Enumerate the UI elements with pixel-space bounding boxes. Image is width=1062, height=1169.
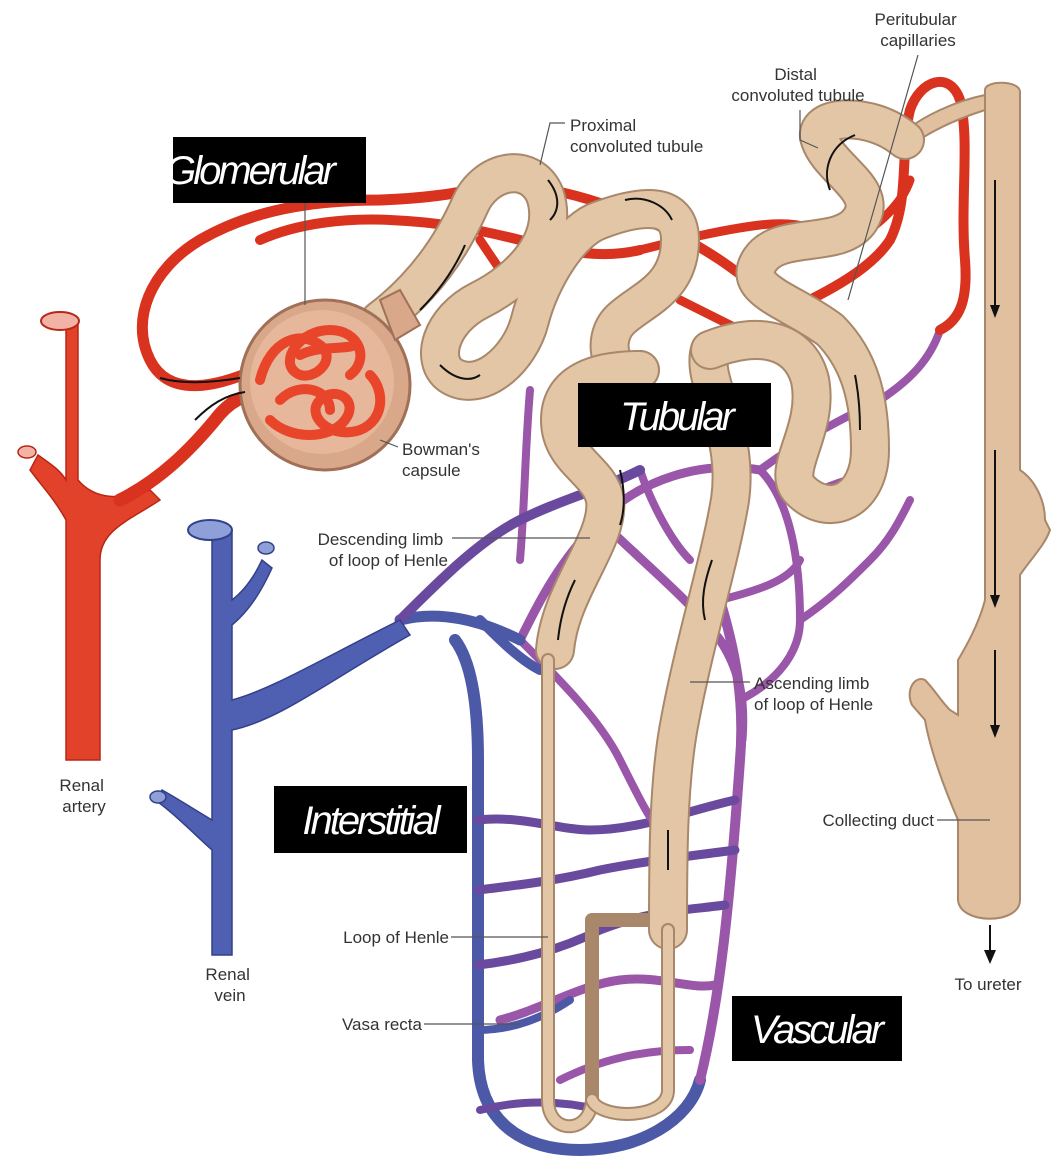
afferent-arteriole <box>120 392 262 500</box>
label-ascending-line1: Ascending limb <box>754 674 869 693</box>
label-descending-limb: Descending limb of loop of Henle <box>318 530 448 570</box>
label-distal-convoluted-tubule: Distal convoluted tubule <box>731 65 864 105</box>
ascending-thin <box>592 930 668 1114</box>
label-peritubular-capillaries: Peritubular capillaries <box>875 10 962 50</box>
callout-vascular: Vascular <box>732 996 902 1061</box>
label-proximal-line2: convoluted tubule <box>570 137 703 156</box>
label-renal-vein-line2: vein <box>214 986 245 1005</box>
peritubular-branch <box>520 390 530 560</box>
label-collecting-duct: Collecting duct <box>822 811 934 830</box>
label-peritubular-line2: capillaries <box>880 31 956 50</box>
label-distal-line2: convoluted tubule <box>731 86 864 105</box>
label-to-ureter: To ureter <box>954 975 1021 994</box>
ascending-thin-outline <box>592 920 664 1100</box>
vasa-recta-rung <box>478 800 735 830</box>
label-renal-artery: Renal artery <box>59 776 108 816</box>
vasa-recta-rung <box>478 850 735 890</box>
label-renal-vein: Renal vein <box>205 965 254 1005</box>
label-distal-line1: Distal <box>774 65 817 84</box>
label-renal-vein-line1: Renal <box>205 965 249 984</box>
renal-vein-lower-opening <box>150 791 166 803</box>
renal-artery-opening <box>41 312 79 330</box>
callout-tubular: Tubular <box>578 383 771 447</box>
label-descending-line1: Descending limb <box>318 530 444 549</box>
callout-vascular-text: Vascular <box>751 1008 886 1052</box>
leader-proximal <box>540 123 565 165</box>
renal-vein-trunk <box>155 530 410 955</box>
label-proximal-line1: Proximal <box>570 116 636 135</box>
callout-interstitial-text: Interstitial <box>302 799 441 843</box>
vasa-recta-rung <box>480 1103 600 1111</box>
label-ascending-limb: Ascending limb of loop of Henle <box>754 674 874 714</box>
label-descending-line2: of loop of Henle <box>329 551 448 570</box>
callout-glomerular: Glomerular <box>165 137 366 203</box>
label-proximal-convoluted-tubule: Proximal convoluted tubule <box>570 116 703 156</box>
renal-artery-trunk <box>30 320 160 760</box>
label-vasa-recta: Vasa recta <box>342 1015 423 1034</box>
renal-vein-opening <box>188 520 232 540</box>
label-bowman-line1: Bowman's <box>402 440 480 459</box>
renal-artery-side-opening <box>18 446 36 458</box>
callout-glomerular-text: Glomerular <box>165 149 338 193</box>
label-bowman-line2: capsule <box>402 461 461 480</box>
callout-tubular-text: Tubular <box>620 395 736 439</box>
collecting-duct <box>895 83 1050 964</box>
ascending-thin-outline <box>592 930 668 1114</box>
label-renal-artery-line2: artery <box>62 797 106 816</box>
label-ascending-line2: of loop of Henle <box>754 695 873 714</box>
callout-interstitial: Interstitial <box>274 786 467 853</box>
label-bowmans-capsule: Bowman's capsule <box>402 440 485 480</box>
proximal-tubule <box>380 173 680 381</box>
label-renal-artery-line1: Renal <box>59 776 103 795</box>
label-loop-of-henle: Loop of Henle <box>343 928 449 947</box>
vasa-recta-rung <box>500 979 715 1020</box>
to-ureter-arrowhead <box>984 950 996 964</box>
label-peritubular-line1: Peritubular <box>875 10 958 29</box>
renal-vein <box>150 520 410 955</box>
collecting-duct-body <box>910 83 1050 919</box>
renal-vein-side-opening <box>258 542 274 554</box>
